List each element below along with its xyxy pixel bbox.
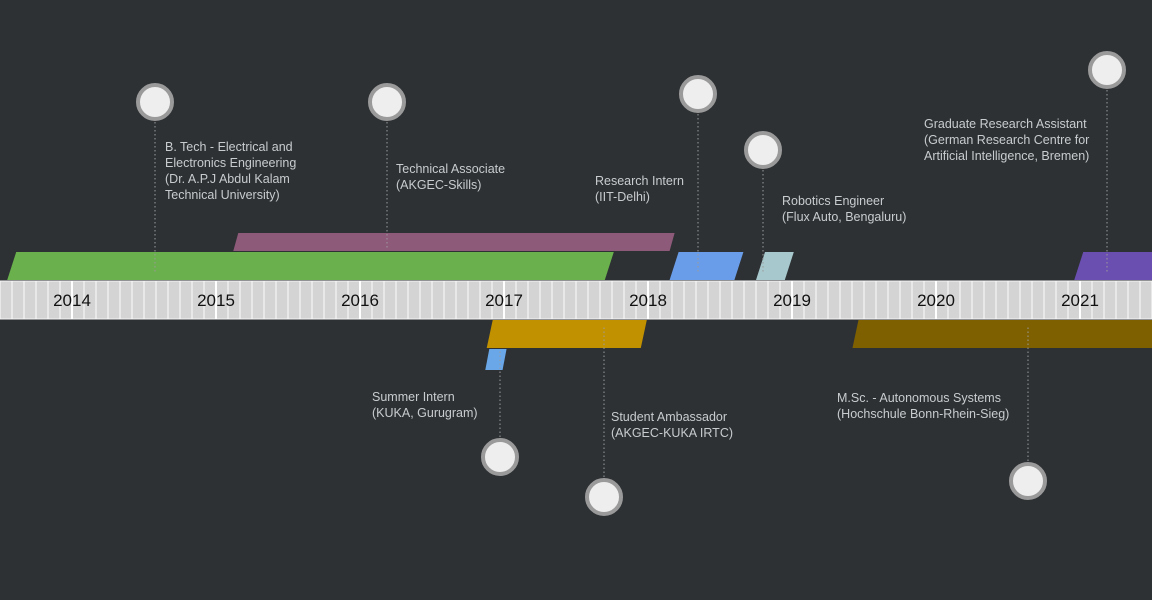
label-line: B. Tech - Electrical and xyxy=(165,140,293,154)
label-line: Technical Associate xyxy=(396,162,506,176)
event-bar-graduate-research-assistant xyxy=(1074,252,1152,280)
label-line: Technical University) xyxy=(165,188,280,202)
label-line: Graduate Research Assistant xyxy=(924,117,1087,131)
label-student-ambassador: Student Ambassador (AKGEC-KUKA IRTC) xyxy=(611,409,733,441)
marker-msc xyxy=(1009,462,1047,500)
marker-research-intern xyxy=(679,75,717,113)
year-label: 2016 xyxy=(341,291,379,310)
label-line: Electronics Engineering xyxy=(165,156,297,170)
year-axis: 2014 2015 2016 2017 2018 2019 2020 2021 xyxy=(0,280,1152,320)
label-line: Research Intern xyxy=(595,174,684,188)
year-label: 2014 xyxy=(53,291,91,310)
marker-student-ambassador xyxy=(585,478,623,516)
event-bar-msc xyxy=(852,320,1152,348)
event-bar-btech xyxy=(7,252,614,280)
label-research-intern: Research Intern (IIT-Delhi) xyxy=(595,173,684,205)
markers-layer xyxy=(136,51,1126,516)
marker-summer-intern xyxy=(481,438,519,476)
label-line: (KUKA, Gurugram) xyxy=(372,406,478,420)
year-label: 2019 xyxy=(773,291,811,310)
label-robotics-engineer: Robotics Engineer (Flux Auto, Bengaluru) xyxy=(782,193,906,225)
label-technical-associate: Technical Associate (AKGEC-Skills) xyxy=(396,161,505,193)
label-msc: M.Sc. - Autonomous Systems (Hochschule B… xyxy=(837,390,1009,422)
label-line: Artificial Intelligence, Bremen) xyxy=(924,149,1090,163)
year-label: 2017 xyxy=(485,291,523,310)
label-line: (IIT-Delhi) xyxy=(595,190,650,204)
label-btech: B. Tech - Electrical and Electronics Eng… xyxy=(165,139,296,203)
event-bar-summer-intern xyxy=(485,349,507,370)
label-graduate-research-assistant: Graduate Research Assistant (German Rese… xyxy=(924,116,1089,164)
label-line: (AKGEC-KUKA IRTC) xyxy=(611,426,734,440)
event-bar-student-ambassador xyxy=(486,320,647,348)
label-line: (Dr. A.P.J Abdul Kalam xyxy=(165,172,290,186)
year-label: 2020 xyxy=(917,291,955,310)
connectors-layer xyxy=(154,90,1108,477)
marker-robotics-engineer xyxy=(744,131,782,169)
label-line: (Hochschule Bonn-Rhein-Sieg) xyxy=(837,407,1010,421)
event-bar-technical-associate xyxy=(233,233,675,251)
label-line: (Flux Auto, Bengaluru) xyxy=(782,210,907,224)
label-line: Student Ambassador xyxy=(611,410,728,424)
label-line: Summer Intern xyxy=(372,390,455,404)
label-line: M.Sc. - Autonomous Systems xyxy=(837,391,1001,405)
event-bar-robotics-engineer xyxy=(756,252,794,280)
year-label: 2018 xyxy=(629,291,667,310)
marker-btech xyxy=(136,83,174,121)
year-label: 2021 xyxy=(1061,291,1099,310)
label-line: (AKGEC-Skills) xyxy=(396,178,482,192)
year-label: 2015 xyxy=(197,291,235,310)
marker-technical-associate xyxy=(368,83,406,121)
label-summer-intern: Summer Intern (KUKA, Gurugram) xyxy=(372,389,478,421)
label-line: (German Research Centre for xyxy=(924,133,1090,147)
label-line: Robotics Engineer xyxy=(782,194,885,208)
marker-graduate-research-assistant xyxy=(1088,51,1126,89)
event-bars-layer xyxy=(7,233,1152,370)
event-bar-research-intern xyxy=(669,252,744,280)
